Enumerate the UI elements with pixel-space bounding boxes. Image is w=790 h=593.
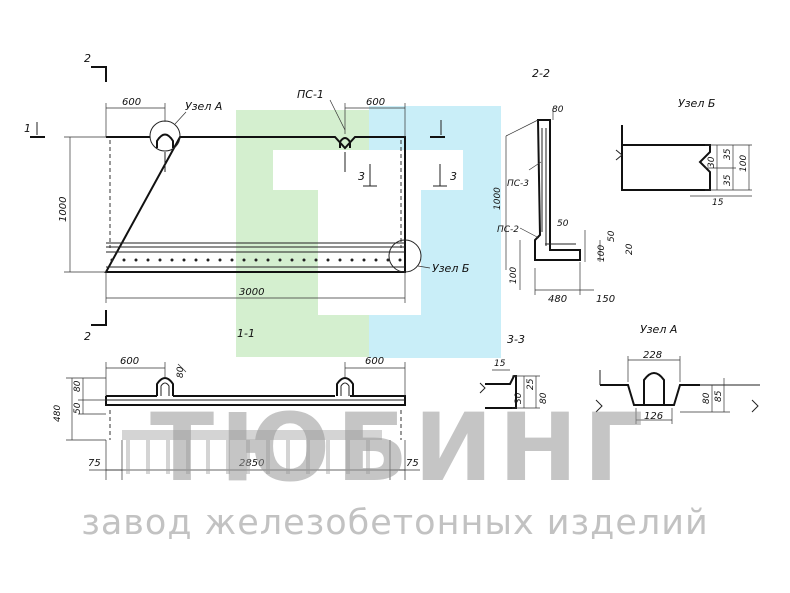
s22-label-ps3: ПС-3: [507, 179, 529, 189]
nb-dim-35b: 35: [723, 174, 733, 186]
section-3-3-view: [479, 369, 540, 409]
plan-dim-3000: 3000: [239, 287, 264, 298]
node-a-view: [595, 356, 760, 424]
s11-dim-600-right: 600: [365, 356, 384, 367]
s11-dim-50: 50: [73, 402, 83, 414]
s11-dim-80: 80: [73, 380, 83, 392]
s22-dim-100b: 100: [597, 245, 607, 262]
plan-view: [30, 66, 447, 326]
s22-dim-150: 150: [596, 294, 615, 305]
s11-dim-2850: 2850: [239, 458, 264, 469]
plan-dim-1000: 1000: [58, 197, 69, 222]
nb-dim-35: 35: [723, 148, 733, 160]
nb-dim-30: 30: [707, 156, 717, 168]
watermark-brand: ТЮБИНГ: [150, 394, 650, 503]
section-mark-1: 1: [24, 122, 31, 135]
s22-dim-480: 480: [548, 294, 567, 305]
section-2-2-view: [505, 108, 601, 295]
s33-dim-15: 15: [494, 359, 506, 369]
section-2-2-title: 2-2: [532, 67, 550, 80]
watermark-subtitle: завод железобетонных изделий: [81, 503, 709, 543]
watermark-comb: [122, 430, 382, 474]
node-b-view: [615, 125, 752, 197]
s11-dim-480: 480: [53, 405, 63, 422]
s22-dim-80: 80: [552, 105, 564, 115]
s22-dim-50: 50: [557, 219, 569, 229]
s11-dim-600-left: 600: [120, 356, 139, 367]
watermark-logo: [236, 106, 501, 358]
node-a-callout: Узел А: [185, 100, 222, 113]
section-mark-2-bottom: 2: [84, 330, 91, 343]
node-b-title: Узел Б: [678, 97, 715, 110]
nb-dim-100: 100: [739, 155, 749, 172]
section-1-1-view: [66, 362, 420, 480]
plan-dim-600-left: 600: [122, 97, 141, 108]
s22-dim-100: 100: [509, 267, 519, 284]
ps1-label: ПС-1: [297, 88, 324, 101]
section-mark-3-right: 3: [450, 170, 457, 183]
plan-hole-row: [110, 258, 402, 262]
plan-dim-600-right: 600: [366, 97, 385, 108]
section-1-1-title: 1-1: [237, 327, 255, 340]
s22-label-ps2: ПС-2: [497, 225, 519, 235]
node-a-title: Узел А: [640, 323, 677, 336]
section-mark-3-left: 3: [358, 170, 365, 183]
section-mark-2-top: 2: [84, 52, 91, 65]
na-dim-126: 126: [644, 411, 663, 422]
section-3-3-title: 3-3: [507, 333, 525, 346]
s22-dim-20: 20: [625, 243, 635, 255]
nb-dim-15: 15: [712, 198, 724, 208]
s11-dim-75-left: 75: [88, 458, 101, 469]
na-dim-80: 80: [702, 392, 712, 404]
na-dim-228: 228: [643, 350, 662, 361]
s11-dim-75-right: 75: [406, 458, 419, 469]
s33-dim-25: 25: [526, 378, 536, 390]
s22-dim-1000: 1000: [493, 187, 503, 210]
s22-dim-50b: 50: [607, 230, 617, 242]
s33-dim-30: 30: [514, 392, 524, 404]
na-dim-85: 85: [714, 390, 724, 402]
s11-dim-80b: 80: [176, 366, 186, 378]
node-b-callout: Узел Б: [432, 262, 469, 275]
s33-dim-80: 80: [539, 392, 549, 404]
